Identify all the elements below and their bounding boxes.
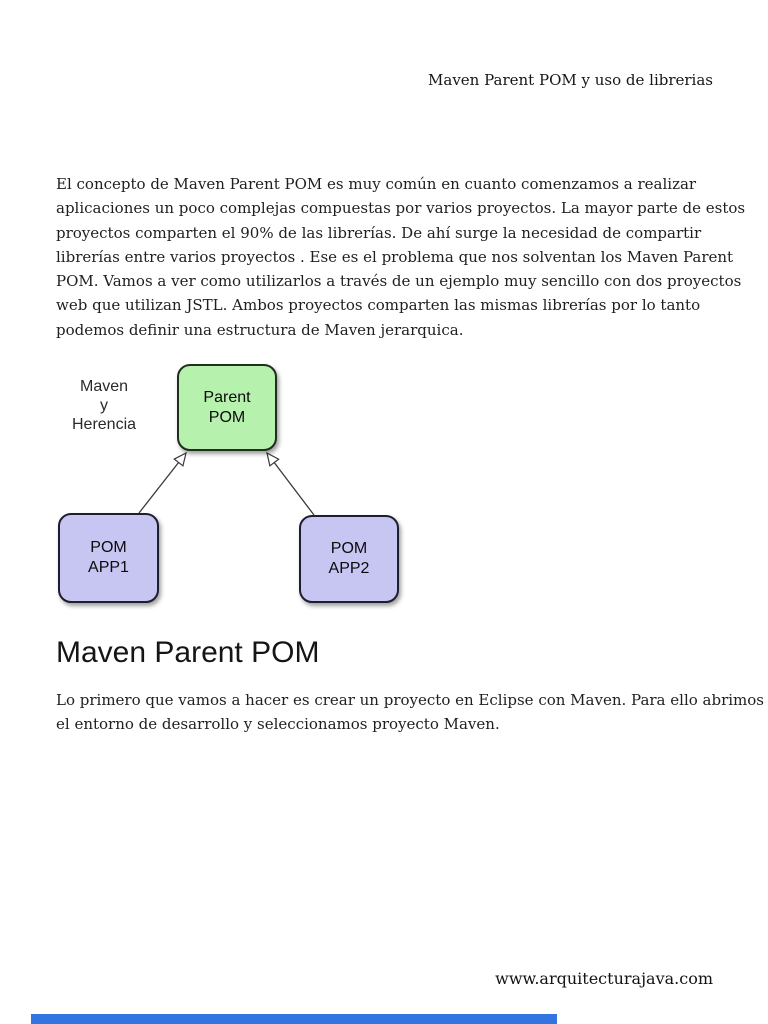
- diagram-node-parent-pom: Parent POM: [177, 364, 277, 451]
- diagram-node-pom-app2: POM APP2: [299, 515, 399, 603]
- intro-paragraph: El concepto de Maven Parent POM es muy c…: [56, 172, 745, 342]
- diagram-caption: Maven y Herencia: [71, 378, 137, 433]
- paragraph-line: podemos definir una estructura de Maven …: [56, 320, 464, 339]
- diagram-node-pom-app1: POM APP1: [58, 513, 159, 603]
- paragraph-line: librerías entre varios proyectos . Ese e…: [56, 247, 734, 266]
- paragraph-line: El concepto de Maven Parent POM es muy c…: [56, 175, 697, 193]
- inheritance-arrow-app1: [138, 451, 187, 514]
- paragraph-line: aplicaciones un poco complejas compuesta…: [56, 199, 746, 218]
- paragraph-line: el entorno de desarrollo y seleccionamos…: [56, 715, 500, 734]
- paragraph-line: Lo primero que vamos a hacer es crear un…: [56, 691, 765, 709]
- paragraph-line: web que utilizan JSTL. Ambos proyectos c…: [56, 296, 701, 315]
- section-heading: Maven Parent POM: [56, 636, 320, 669]
- inheritance-arrows: [138, 451, 315, 516]
- page-header-title: Maven Parent POM y uso de librerias: [428, 71, 713, 89]
- inheritance-arrow-app2: [266, 451, 315, 516]
- paragraph-line: proyectos comparten el 90% de las librer…: [56, 223, 702, 242]
- bottom-blue-bar: [31, 1014, 557, 1024]
- section-paragraph: Lo primero que vamos a hacer es crear un…: [56, 688, 764, 737]
- footer-url: www.arquitecturajava.com: [495, 969, 713, 988]
- paragraph-line: POM. Vamos a ver como utilizarlos a trav…: [56, 272, 742, 291]
